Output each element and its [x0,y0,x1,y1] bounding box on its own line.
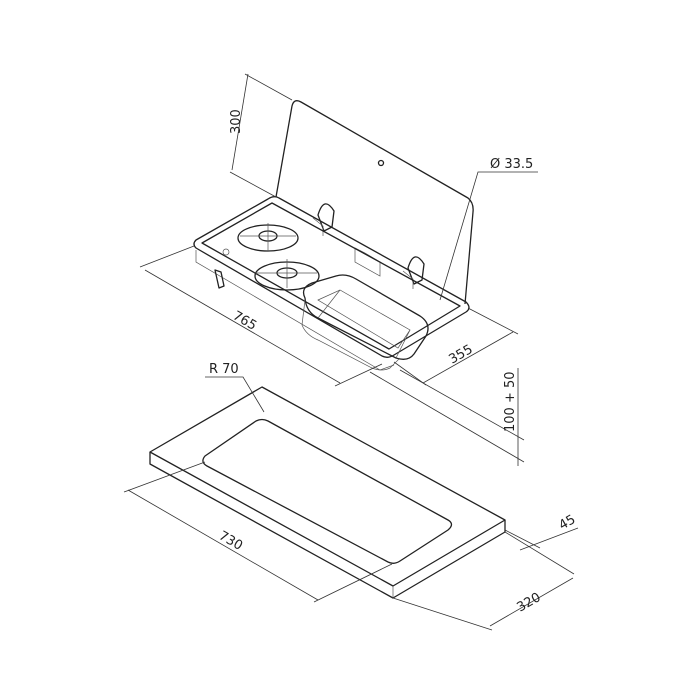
gas-connector [214,269,225,289]
hinges [312,203,425,289]
burners [214,223,320,291]
label-355: 355 [447,342,476,367]
dim-cutout-depth: 320 [392,531,575,631]
dim-unit-length: 765 [139,245,383,387]
dim-hole-diameter: Ø 33.5 [439,157,538,301]
dim-corner-radius: R 70 [205,362,265,413]
dim-cutout-length: 730 [123,461,393,603]
label-320: 320 [515,590,544,615]
dim-edge-offset: 45 [504,512,579,551]
dim-install-depth: 100 + 50 [369,368,525,466]
label-100-50: 100 + 50 [503,371,518,432]
label-diameter: Ø 33.5 [490,157,533,172]
label-45: 45 [557,512,579,533]
label-730: 730 [216,528,245,553]
dim-unit-depth: 355 [393,307,519,386]
countertop-cutout [149,386,506,599]
unit-rim [193,196,470,371]
dim-lid-height: 300 [229,73,293,198]
label-300: 300 [229,109,244,134]
lid-hole [377,159,385,167]
label-765: 765 [230,308,259,333]
label-r70: R 70 [209,362,239,377]
glass-lid [275,100,474,305]
sink-basin [301,274,429,371]
